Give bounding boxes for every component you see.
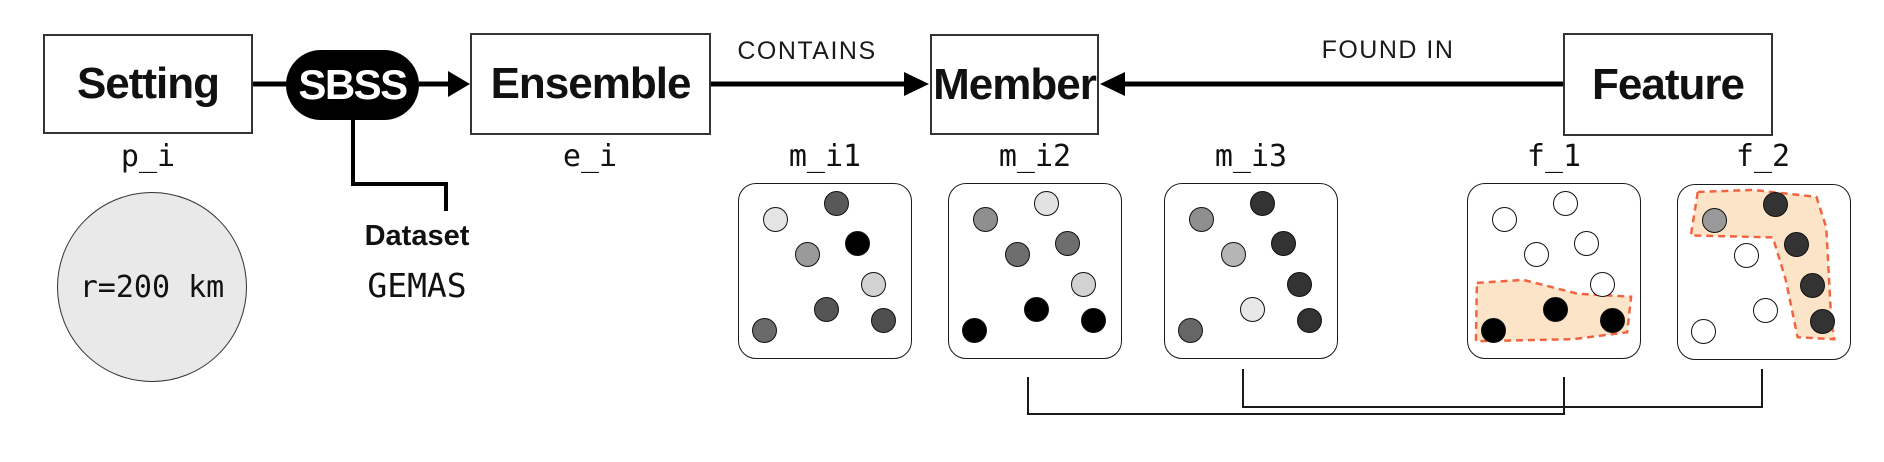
sample-point-m_i2-7 xyxy=(1080,307,1106,333)
id-label-f_2: f_2 xyxy=(1735,139,1791,174)
sample-point-m_i3-8 xyxy=(1177,317,1203,343)
feature-region-outline xyxy=(1689,188,1836,341)
link-m_i3-f_2 xyxy=(1242,369,1763,408)
sample-point-m_i2-1 xyxy=(1033,190,1059,216)
entity-member: Member xyxy=(930,34,1099,135)
feature-region-f_2 xyxy=(1689,188,1836,341)
sample-point-m_i1-4 xyxy=(794,241,820,267)
link-m_i2-f_1 xyxy=(1027,377,1565,415)
entity-feature-label: Feature xyxy=(1592,59,1745,109)
sample-point-f_2-4 xyxy=(1733,242,1759,268)
sample-point-f_2-7 xyxy=(1809,308,1835,334)
sample-box-m_i2 xyxy=(948,183,1122,359)
entity-member-label: Member xyxy=(933,59,1097,109)
sample-point-f_2-3 xyxy=(1783,231,1809,257)
sample-point-m_i3-1 xyxy=(1249,190,1275,216)
entity-setting-label: Setting xyxy=(76,59,220,108)
sample-point-f_2-2 xyxy=(1701,207,1727,233)
sample-point-f_2-6 xyxy=(1752,297,1778,323)
dataset-name: GEMAS xyxy=(367,266,467,305)
sample-point-m_i1-3 xyxy=(844,230,870,256)
sample-box-f_1 xyxy=(1467,183,1641,359)
sample-point-m_i1-2 xyxy=(762,206,788,232)
sample-point-m_i3-2 xyxy=(1188,206,1214,232)
sample-point-f_1-4 xyxy=(1523,241,1549,267)
sample-point-f_1-6 xyxy=(1542,296,1568,322)
process-node-sbss: SBSS xyxy=(286,50,419,120)
id-label-m_i3: m_i3 xyxy=(1214,139,1288,174)
sample-box-m_i3 xyxy=(1164,183,1338,359)
arrowhead-left-icon xyxy=(1100,72,1125,96)
entity-ensemble: Ensemble xyxy=(470,33,711,135)
sample-point-m_i2-5 xyxy=(1070,271,1096,297)
sample-point-m_i1-5 xyxy=(860,271,886,297)
sample-point-m_i1-1 xyxy=(823,190,849,216)
dataset-title: Dataset xyxy=(364,220,470,252)
id-label-m_i1: m_i1 xyxy=(788,139,862,174)
sample-point-f_1-2 xyxy=(1491,206,1517,232)
sample-point-f_1-5 xyxy=(1589,271,1615,297)
sample-point-m_i2-8 xyxy=(961,317,987,343)
sample-box-m_i1 xyxy=(738,183,912,359)
sample-point-m_i2-3 xyxy=(1054,230,1080,256)
sample-point-m_i1-8 xyxy=(751,317,777,343)
process-node-label: SBSS xyxy=(298,61,408,108)
sample-point-f_1-7 xyxy=(1599,307,1625,333)
sample-point-m_i2-4 xyxy=(1004,241,1030,267)
sample-point-f_1-3 xyxy=(1573,230,1599,256)
id-label-e_i: e_i xyxy=(562,139,618,174)
sample-point-f_1-1 xyxy=(1552,190,1578,216)
sample-point-m_i3-6 xyxy=(1239,296,1265,322)
sample-point-f_1-8 xyxy=(1480,317,1506,343)
sample-point-f_2-8 xyxy=(1690,318,1716,344)
sample-point-m_i2-2 xyxy=(972,206,998,232)
entity-setting: Setting xyxy=(43,34,253,134)
relation-found-in-label: FOUND IN xyxy=(1321,36,1455,64)
arrowhead-right-icon xyxy=(904,72,929,96)
arrowhead-right-icon xyxy=(448,71,470,97)
sample-point-m_i3-4 xyxy=(1220,241,1246,267)
sample-point-m_i3-7 xyxy=(1296,307,1322,333)
setting-region-circle: r=200 km xyxy=(57,192,247,382)
connector-sbss-dataset xyxy=(351,120,448,211)
sample-point-m_i3-5 xyxy=(1286,271,1312,297)
sample-box-f_2 xyxy=(1677,184,1851,360)
id-label-p_i: p_i xyxy=(120,139,176,174)
sample-point-f_2-5 xyxy=(1799,272,1825,298)
id-label-f_1: f_1 xyxy=(1526,139,1582,174)
dataset-block: Dataset GEMAS xyxy=(317,220,517,305)
entity-feature: Feature xyxy=(1563,33,1773,136)
entity-ensemble-label: Ensemble xyxy=(490,59,692,108)
sample-point-m_i1-6 xyxy=(813,296,839,322)
id-label-m_i2: m_i2 xyxy=(998,139,1072,174)
sample-point-m_i3-3 xyxy=(1270,230,1296,256)
sample-point-m_i2-6 xyxy=(1023,296,1049,322)
setting-radius-label: r=200 km xyxy=(79,269,225,305)
relation-contains-label: CONTAINS xyxy=(737,37,877,65)
sample-point-m_i1-7 xyxy=(870,307,896,333)
sample-point-f_2-1 xyxy=(1762,191,1788,217)
